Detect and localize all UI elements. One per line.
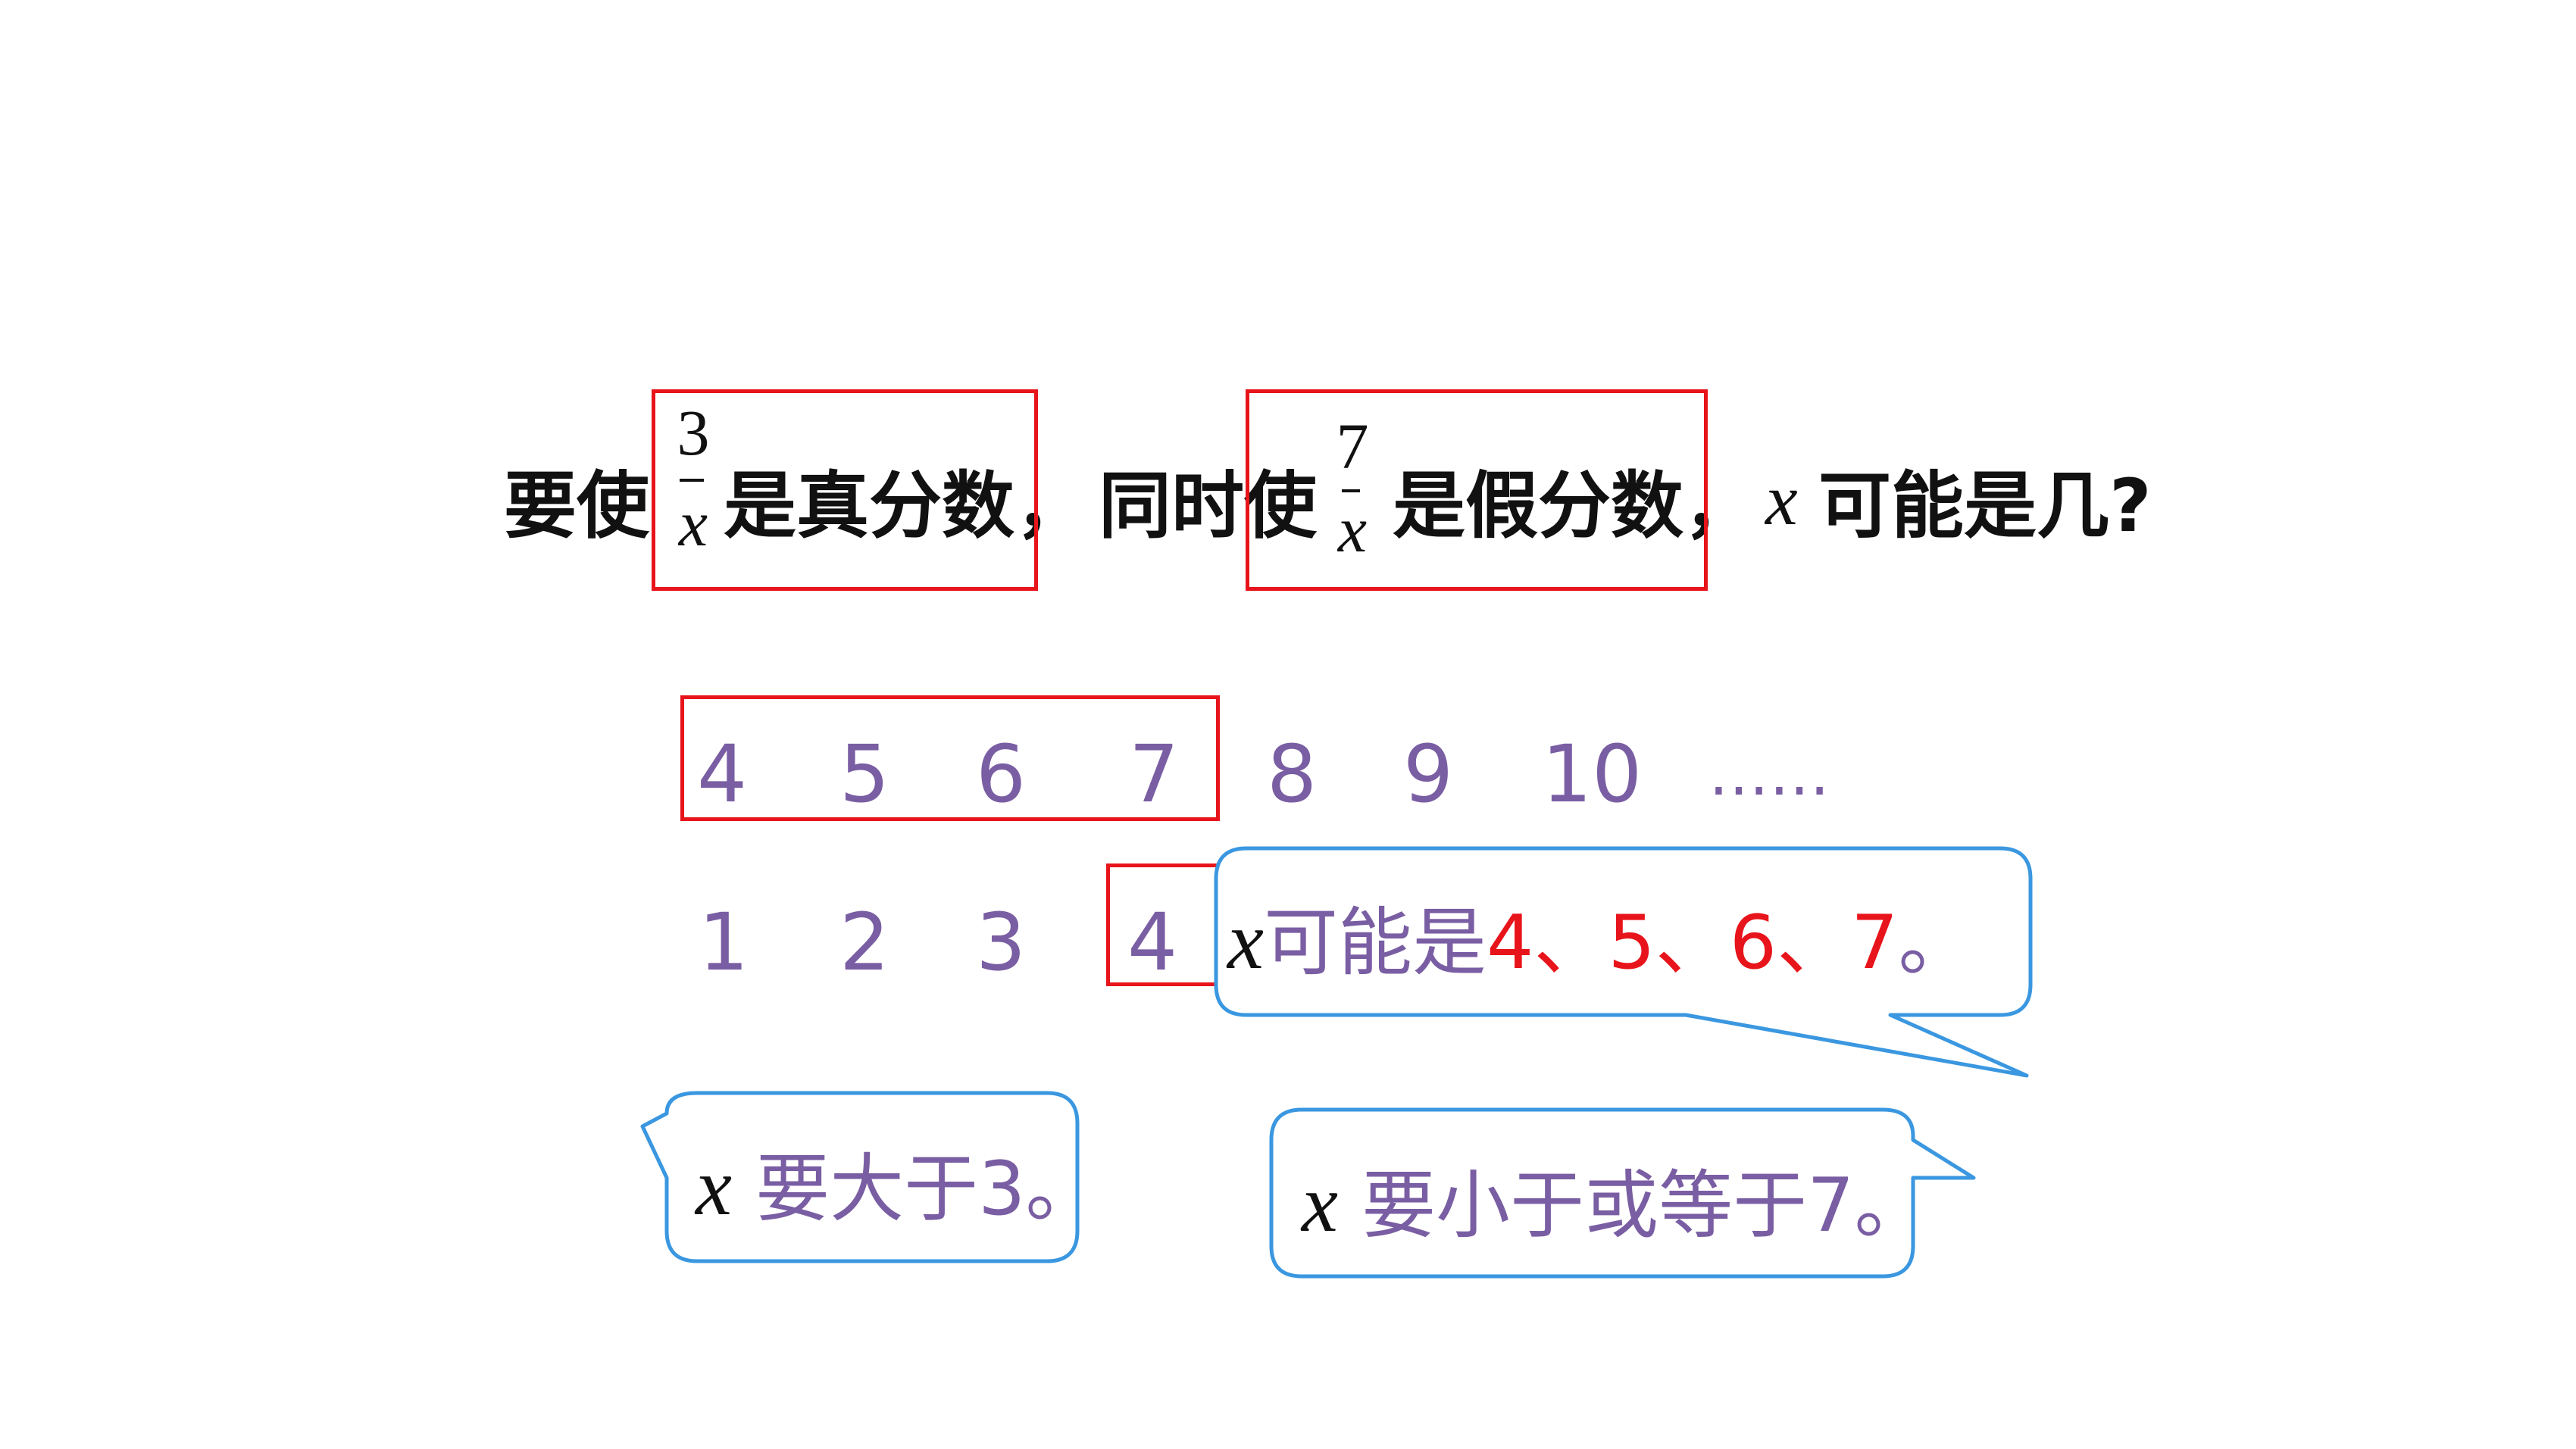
row1-number-9: 9 [1403, 728, 1454, 820]
answer-value-4: 4 [1486, 900, 1534, 986]
bubble-bottom-variable: x [1302, 1159, 1338, 1249]
answer-value-6: 6 [1729, 900, 1777, 986]
question-text-part1: 要使 [504, 464, 649, 548]
question-text-part4: 是假分数 [1393, 464, 1683, 548]
row1-number-4: 4 [697, 728, 748, 820]
row1-ellipsis: …… [1708, 739, 1830, 809]
question-variable-x: x [1765, 459, 1798, 540]
fraction1-bar [680, 479, 704, 482]
bubble-left-label: 要大于3。 [755, 1146, 1100, 1232]
answer-separator-1: 、 [1533, 900, 1608, 986]
fraction2-denominator: x [1337, 493, 1368, 566]
bubble-answer-outline [1214, 846, 2033, 1078]
question-text-part3: 同时使 [1099, 464, 1317, 548]
bubble-left-text: x 要大于3。 [696, 1142, 1099, 1235]
answer-separator-3: 、 [1777, 900, 1852, 986]
question-text-part2: 是真分数 [724, 464, 1014, 548]
bubble-bottom-outline [1269, 1107, 1976, 1279]
row2-number-4: 4 [1127, 896, 1178, 988]
bubble-left-outline [640, 1091, 1080, 1263]
answer-value-7: 7 [1851, 900, 1899, 986]
row1-number-7: 7 [1129, 728, 1180, 820]
question-text-part5: 可能是几? [1818, 464, 2152, 548]
row1-number-10: 10 [1542, 728, 1643, 820]
row2-number-1: 1 [699, 896, 749, 988]
bubble-answer-suffix: 。 [1898, 900, 1973, 986]
question-comma1: ， [1015, 464, 1088, 548]
highlight-box-proper-fraction [652, 389, 1038, 591]
bubble-answer-prefix: 可能是 [1263, 900, 1487, 986]
answer-value-5: 5 [1608, 900, 1655, 986]
highlight-box-row1-4-to-7 [680, 695, 1220, 821]
question-comma2: ， [1683, 464, 1756, 548]
bubble-bottom-text: x 要小于或等于7。 [1302, 1159, 1928, 1251]
fraction2-numerator: 7 [1336, 410, 1369, 482]
fraction1-numerator: 3 [677, 396, 710, 469]
highlight-box-improper-fraction [1246, 389, 1708, 591]
fraction-7-over-x: 7 x [1322, 394, 1383, 576]
bubble-answer-variable: x [1227, 896, 1264, 986]
bubble-answer-text: x可能是4、5、6、7。 [1227, 896, 1972, 988]
bubble-bottom-label: 要小于或等于7。 [1361, 1163, 1929, 1249]
answer-separator-2: 、 [1655, 900, 1730, 986]
bubble-left-variable: x [696, 1142, 732, 1232]
fraction2-bar [1342, 489, 1360, 492]
fraction-3-over-x: 3 x [663, 394, 724, 576]
fraction1-denominator: x [678, 487, 708, 560]
row1-number-8: 8 [1267, 728, 1318, 820]
row2-number-3: 3 [976, 896, 1027, 988]
row1-number-5: 5 [839, 728, 890, 820]
row2-number-2: 2 [839, 896, 890, 988]
row1-number-6: 6 [976, 728, 1027, 820]
